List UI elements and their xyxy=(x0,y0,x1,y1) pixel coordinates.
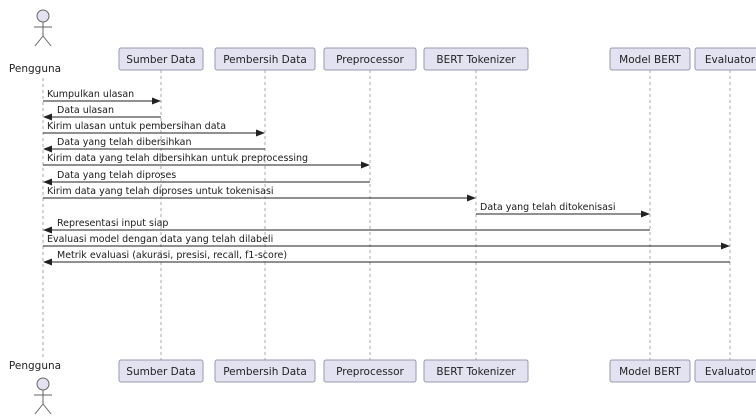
actor-head xyxy=(36,9,50,23)
message: Kumpulkan ulasan xyxy=(43,89,161,105)
participant-box-rect xyxy=(323,359,417,383)
participant-box-rect xyxy=(214,47,316,71)
participant-box-rect xyxy=(423,47,529,71)
message: Representasi input siap xyxy=(43,218,650,234)
participant-box: BERT Tokenizer xyxy=(423,47,529,71)
message: Metrik evaluasi (akurasi, presisi, recal… xyxy=(43,250,730,266)
participant-box: Sumber Data xyxy=(118,359,204,383)
message-label: Data yang telah diproses xyxy=(57,170,176,181)
arrowhead xyxy=(152,97,161,105)
participant-box: Evaluator xyxy=(694,47,756,71)
participant-box: Pembersih Data xyxy=(214,359,316,383)
message-label: Kirim ulasan untuk pembersihan data xyxy=(47,121,226,132)
participant-box: Pembersih Data xyxy=(214,47,316,71)
participant-label: Model BERT xyxy=(619,54,681,66)
actor-icon xyxy=(34,9,52,47)
message-label: Evaluasi model dengan data yang telah di… xyxy=(47,234,273,245)
participant-box-rect xyxy=(214,359,316,383)
participant-box: Sumber Data xyxy=(118,47,204,71)
arrowhead xyxy=(256,129,265,137)
message: Evaluasi model dengan data yang telah di… xyxy=(43,234,730,250)
message: Kirim data yang telah dibersihkan untuk … xyxy=(43,153,370,169)
actor-legs xyxy=(34,403,52,415)
participant-box: BERT Tokenizer xyxy=(423,359,529,383)
participant-label: Pembersih Data xyxy=(223,54,307,66)
participant-label: Pembersih Data xyxy=(223,366,307,378)
message: Data yang telah diproses xyxy=(43,170,370,186)
participant-box: Model BERT xyxy=(609,47,691,71)
actor-icon xyxy=(34,377,52,415)
actor-legs xyxy=(34,35,52,47)
message-label: Data yang telah dibersihkan xyxy=(57,137,192,148)
participant-box-rect xyxy=(694,359,756,383)
participant-label: BERT Tokenizer xyxy=(436,366,516,378)
participant-box-rect xyxy=(694,47,756,71)
participant-label: Model BERT xyxy=(619,366,681,378)
arrowhead xyxy=(43,145,52,153)
participant-box: Model BERT xyxy=(609,359,691,383)
participant-box-rect xyxy=(118,359,204,383)
actor-label: Pengguna xyxy=(9,63,61,75)
message-label: Representasi input siap xyxy=(57,218,168,229)
participant-label: Sumber Data xyxy=(126,54,195,66)
participant-label: Evaluator xyxy=(705,366,756,378)
participant-box-rect xyxy=(323,47,417,71)
message: Data yang telah ditokenisasi xyxy=(476,202,650,218)
participant-box: Preprocessor xyxy=(323,359,417,383)
message-label: Kirim data yang telah diproses untuk tok… xyxy=(47,186,274,197)
participant-label: Preprocessor xyxy=(336,54,404,66)
message-label: Kirim data yang telah dibersihkan untuk … xyxy=(47,153,308,164)
message-label: Data yang telah ditokenisasi xyxy=(480,202,616,213)
participant-box-rect xyxy=(609,359,691,383)
participant-label: Preprocessor xyxy=(336,366,404,378)
message-label: Kumpulkan ulasan xyxy=(47,89,134,100)
arrowhead xyxy=(43,178,52,186)
participant-box-rect xyxy=(609,47,691,71)
participant-label: BERT Tokenizer xyxy=(436,54,516,66)
message-label: Metrik evaluasi (akurasi, presisi, recal… xyxy=(57,250,287,261)
arrowhead xyxy=(361,161,370,169)
participant-box-rect xyxy=(118,47,204,71)
participant-label: Sumber Data xyxy=(126,366,195,378)
participant-box-rect xyxy=(423,359,529,383)
lifelines xyxy=(42,70,731,360)
actor-label: Pengguna xyxy=(9,360,61,372)
arrowhead xyxy=(43,258,52,266)
actor-head xyxy=(36,377,50,391)
message: Data yang telah dibersihkan xyxy=(43,137,265,153)
arrowhead xyxy=(467,194,476,202)
participant-box: Evaluator xyxy=(694,359,756,383)
message: Data ulasan xyxy=(43,105,161,121)
participant-box: Preprocessor xyxy=(323,47,417,71)
message-label: Data ulasan xyxy=(57,105,114,116)
message: Kirim ulasan untuk pembersihan data xyxy=(43,121,265,137)
arrowhead xyxy=(43,226,52,234)
arrowhead xyxy=(721,242,730,250)
arrowhead xyxy=(43,113,52,121)
message: Kirim data yang telah diproses untuk tok… xyxy=(43,186,476,202)
participant-label: Evaluator xyxy=(705,54,756,66)
arrowhead xyxy=(641,210,650,218)
